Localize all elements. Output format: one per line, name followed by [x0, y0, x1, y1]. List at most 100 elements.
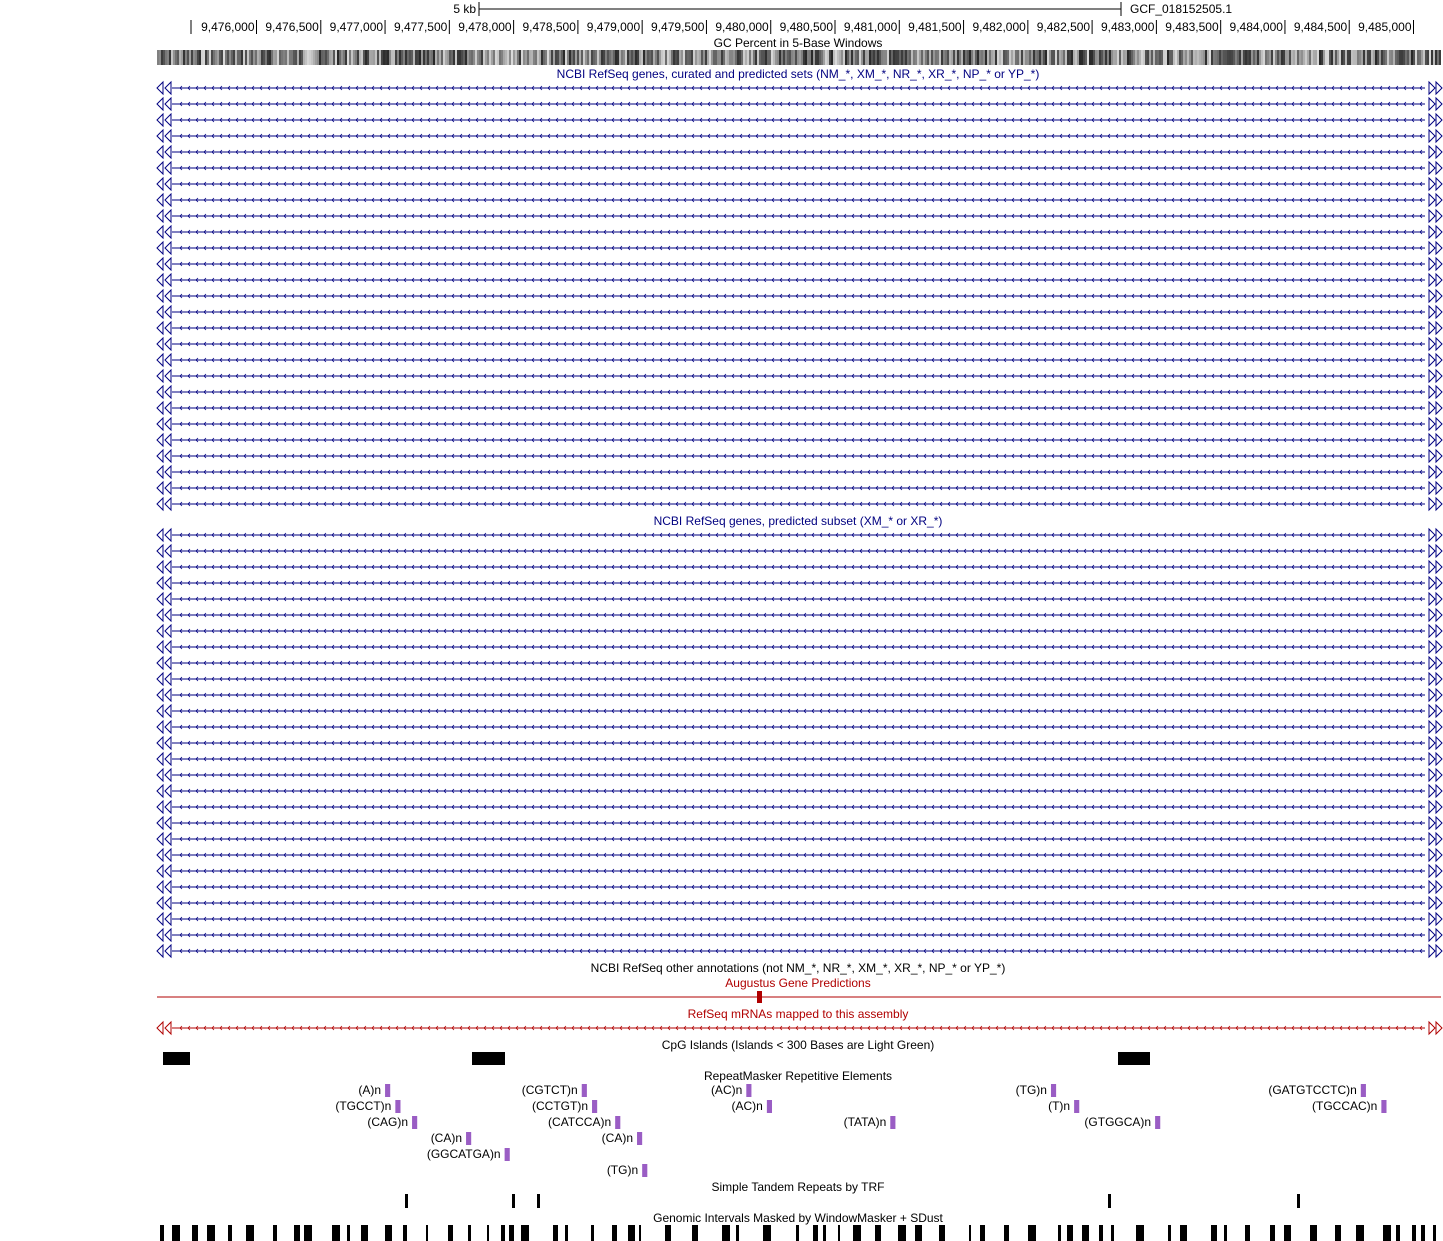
- gc-percent-bar: [1123, 50, 1125, 65]
- refseq-all-transcript-strand-chevron: [939, 181, 943, 187]
- gc-percent-bar: [1211, 50, 1213, 65]
- refseq-all-transcript-strand-chevron: [259, 197, 263, 203]
- refseq-all-transcript-strand-chevron: [451, 165, 455, 171]
- refseq-all-transcript-strand-chevron: [563, 149, 567, 155]
- refseq-all-transcript-strand-chevron: [475, 245, 479, 251]
- refseq-all-transcript-strand-chevron: [1107, 245, 1111, 251]
- gc-percent-bar: [1073, 50, 1075, 65]
- refseq-all-transcript-strand-chevron: [627, 245, 631, 251]
- refseq-all-transcript-strand-chevron: [467, 213, 471, 219]
- refseq-all-transcript-strand-chevron: [203, 117, 207, 123]
- refseq-all-transcript-strand-chevron: [283, 181, 287, 187]
- refseq-all-transcript-strand-chevron: [1339, 117, 1343, 123]
- refseq-all-transcript-right-arrow: [1428, 256, 1436, 272]
- refseq-all-transcript-strand-chevron: [907, 261, 911, 267]
- refseq-all-transcript-strand-chevron: [1067, 197, 1071, 203]
- refseq-all-transcript-strand-chevron: [1251, 277, 1255, 283]
- refseq-all-transcript-strand-chevron: [555, 165, 559, 171]
- gc-percent-bar: [249, 50, 251, 65]
- refseq-all-transcript-strand-chevron: [731, 165, 735, 171]
- refseq-all-transcript-strand-chevron: [1163, 117, 1167, 123]
- refseq-all-transcript-strand-chevron: [1243, 277, 1247, 283]
- refseq-all-transcript-strand-chevron: [619, 229, 623, 235]
- gc-percent-bar: [809, 50, 811, 65]
- refseq-all-transcript-strand-chevron: [1379, 117, 1383, 123]
- refseq-all-transcript-strand-chevron: [179, 229, 183, 235]
- refseq-all-transcript-strand-chevron: [1027, 245, 1031, 251]
- refseq-all-transcript-strand-chevron: [779, 165, 783, 171]
- refseq-all-transcript-strand-chevron: [371, 261, 375, 267]
- refseq-all-transcript-strand-chevron: [835, 245, 839, 251]
- refseq-all-transcript-strand-chevron: [731, 133, 735, 139]
- refseq-all-transcript-strand-chevron: [907, 133, 911, 139]
- refseq-all-transcript-strand-chevron: [419, 213, 423, 219]
- gc-percent-bar: [1205, 50, 1207, 65]
- refseq-all-transcript-strand-chevron: [787, 213, 791, 219]
- gc-percent-bar: [979, 50, 981, 65]
- refseq-all-transcript-strand-chevron: [659, 85, 663, 91]
- gc-percent-bar: [515, 50, 517, 65]
- refseq-all-transcript-strand-chevron: [747, 213, 751, 219]
- refseq-all-transcript-strand-chevron: [931, 133, 935, 139]
- refseq-all-transcript-strand-chevron: [323, 85, 327, 91]
- refseq-all-transcript-strand-chevron: [355, 245, 359, 251]
- refseq-all-transcript-strand-chevron: [1059, 197, 1063, 203]
- refseq-all-transcript-strand-chevron: [475, 229, 479, 235]
- refseq-all-transcript-strand-chevron: [259, 85, 263, 91]
- gc-percent-bar: [1257, 50, 1259, 65]
- gc-percent-bar: [165, 50, 167, 65]
- refseq-all-transcript-strand-chevron: [427, 261, 431, 267]
- refseq-all-transcript-strand-chevron: [1387, 181, 1391, 187]
- refseq-all-transcript-left-arrow: [156, 352, 164, 368]
- gc-percent-bar: [1095, 50, 1097, 65]
- refseq-all-transcript-strand-chevron: [1107, 261, 1111, 267]
- refseq-all-transcript-strand-chevron: [619, 213, 623, 219]
- refseq-all-transcript-strand-chevron: [267, 261, 271, 267]
- refseq-all-transcript-right-arrow: [1435, 160, 1443, 176]
- refseq-all-transcript-strand-chevron: [315, 197, 319, 203]
- refseq-all-transcript-strand-chevron: [619, 277, 623, 283]
- refseq-all-transcript-strand-chevron: [571, 85, 575, 91]
- refseq-all-transcript-strand-chevron: [955, 261, 959, 267]
- refseq-all-transcript-strand-chevron: [187, 213, 191, 219]
- refseq-all-transcript-strand-chevron: [315, 149, 319, 155]
- refseq-all-transcript-strand-chevron: [1091, 261, 1095, 267]
- refseq-all-transcript-strand-chevron: [899, 181, 903, 187]
- refseq-all-transcript-strand-chevron: [715, 261, 719, 267]
- refseq-all-transcript-strand-chevron: [1267, 165, 1271, 171]
- gc-percent-bar: [437, 50, 439, 65]
- refseq-all-transcript-strand-chevron: [1219, 197, 1223, 203]
- refseq-all-transcript-strand-chevron: [179, 101, 183, 107]
- refseq-all-transcript-strand-chevron: [587, 245, 591, 251]
- gc-percent-bar: [931, 50, 933, 65]
- refseq-all-transcript-strand-chevron: [371, 277, 375, 283]
- refseq-all-transcript-right-arrow: [1435, 336, 1443, 352]
- gc-percent-bar: [813, 50, 815, 65]
- gc-percent-bar: [571, 50, 573, 65]
- refseq-all-transcript-strand-chevron: [307, 213, 311, 219]
- refseq-all-transcript-strand-chevron: [1219, 165, 1223, 171]
- refseq-all-transcript-strand-chevron: [267, 197, 271, 203]
- gc-percent-bar: [473, 50, 475, 65]
- refseq-all-transcript-strand-chevron: [1307, 165, 1311, 171]
- gc-percent-bar: [447, 50, 449, 65]
- refseq-all-transcript-strand-chevron: [691, 117, 695, 123]
- refseq-all-transcript-strand-chevron: [1139, 149, 1143, 155]
- refseq-all-transcript-strand-chevron: [515, 149, 519, 155]
- refseq-all-transcript-strand-chevron: [907, 117, 911, 123]
- refseq-all-transcript-strand-chevron: [1019, 165, 1023, 171]
- refseq-all-transcript-strand-chevron: [483, 149, 487, 155]
- refseq-all-transcript-strand-chevron: [475, 277, 479, 283]
- refseq-all-transcript-strand-chevron: [1155, 261, 1159, 267]
- refseq-all-transcript-strand-chevron: [771, 213, 775, 219]
- refseq-all-transcript-strand-chevron: [211, 165, 215, 171]
- refseq-all-transcript-strand-chevron: [1251, 101, 1255, 107]
- refseq-all-transcript-strand-chevron: [571, 245, 575, 251]
- refseq-all-transcript-strand-chevron: [323, 277, 327, 283]
- gc-percent-bar: [727, 50, 729, 65]
- gc-percent-bar: [1363, 50, 1365, 65]
- gc-percent-bar: [1367, 50, 1369, 65]
- refseq-all-transcript-right-arrow: [1435, 192, 1443, 208]
